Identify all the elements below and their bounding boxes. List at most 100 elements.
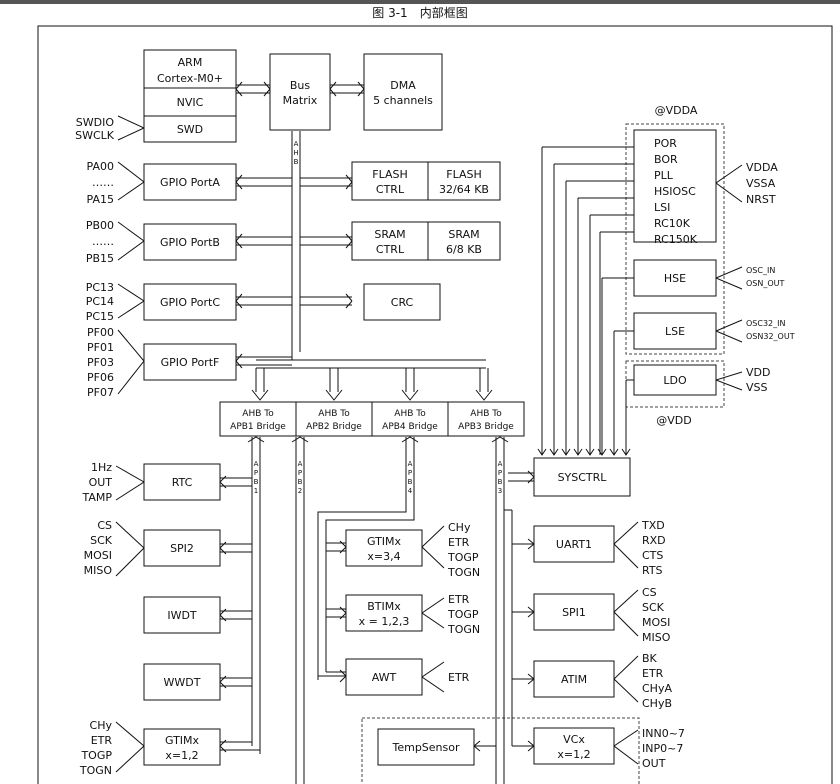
svg-text:A: A (498, 460, 503, 468)
svg-text:……: …… (92, 235, 114, 248)
svg-text:……: …… (92, 176, 114, 189)
svg-text:B: B (498, 478, 503, 486)
nvic-block: NVIC (143, 87, 237, 117)
hse-block: HSE (633, 259, 717, 297)
svg-text:APB1 Bridge: APB1 Bridge (230, 422, 286, 432)
svg-text:INN0~7: INN0~7 (642, 727, 685, 740)
svg-text:SRAM: SRAM (448, 228, 479, 241)
svg-text:OUT: OUT (642, 757, 666, 770)
svg-text:LDO: LDO (663, 374, 687, 387)
svg-text:TXD: TXD (641, 519, 665, 532)
rtc-block: RTC (143, 463, 221, 501)
analog-group (361, 717, 640, 784)
svg-text:SPI2: SPI2 (170, 542, 194, 555)
svg-text:A: A (254, 460, 259, 468)
svg-text:PA15: PA15 (87, 193, 114, 206)
btim-block: BTIMx x = 1,2,3 (345, 594, 423, 632)
svg-text:VSSA: VSSA (746, 177, 776, 190)
svg-text:SCK: SCK (642, 601, 665, 614)
svg-text:RTS: RTS (642, 564, 663, 577)
svg-text:NVIC: NVIC (177, 96, 204, 109)
svg-text:P: P (498, 469, 502, 477)
svg-text:TAMP: TAMP (81, 491, 112, 504)
apb3-label: A P B 3 (498, 460, 503, 495)
svg-text:IWDT: IWDT (167, 609, 197, 622)
svg-text:SWD: SWD (177, 123, 203, 136)
arm-label: ARM (178, 56, 203, 69)
svg-text:x=1,2: x=1,2 (165, 749, 198, 762)
svg-text:P: P (298, 469, 302, 477)
wwdt-block: WWDT (143, 663, 221, 701)
arm-sub-label: Cortex-M0+ (157, 72, 223, 85)
gpio-portf-block: GPIO PortF (143, 343, 237, 381)
svg-text:PF03: PF03 (87, 356, 114, 369)
svg-text:TOGP: TOGP (447, 551, 479, 564)
svg-text:MISO: MISO (642, 631, 671, 644)
svg-text:1: 1 (254, 487, 258, 495)
svg-text:RXD: RXD (642, 534, 666, 547)
gtim34-block: GTIMx x=3,4 (345, 529, 423, 567)
svg-text:MISO: MISO (84, 564, 113, 577)
bus-wires (219, 81, 634, 784)
figure-title: 图 3-1 内部框图 (372, 6, 468, 20)
svg-text:AHB To: AHB To (470, 409, 502, 419)
svg-text:OSN32_OUT: OSN32_OUT (746, 332, 795, 341)
svg-text:B: B (294, 158, 299, 166)
svg-text:x = 1,2,3: x = 1,2,3 (359, 615, 410, 628)
svg-text:P: P (408, 469, 412, 477)
svg-text:GPIO PortF: GPIO PortF (161, 356, 220, 369)
svg-text:CTRL: CTRL (376, 183, 405, 196)
svg-text:B: B (408, 478, 413, 486)
top-border (0, 0, 840, 4)
gpio-portb-block: GPIO PortB (143, 223, 237, 261)
svg-text:VDD: VDD (746, 366, 770, 379)
sram-ctrl-block: SRAM CTRL (351, 221, 429, 261)
apb4-label: A P B 4 (408, 460, 413, 495)
svg-text:CRC: CRC (391, 296, 414, 309)
svg-text:ETR: ETR (91, 734, 113, 747)
apb1-label: A P B 1 (254, 460, 259, 495)
svg-text:LSI: LSI (654, 201, 670, 214)
svg-text:FLASH: FLASH (446, 168, 482, 181)
svg-text:HSIOSC: HSIOSC (654, 185, 696, 198)
svg-text:3: 3 (498, 487, 502, 495)
svg-text:TempSensor: TempSensor (391, 741, 459, 754)
flash-ctrl-block: FLASH CTRL (351, 161, 429, 201)
svg-text:ETR: ETR (448, 671, 470, 684)
svg-text:PB00: PB00 (86, 219, 114, 232)
svg-text:AHB To: AHB To (394, 409, 426, 419)
right-pin-labels: CHy ETR TOGP TOGN ETR TOGP TOGN ETR TXD … (447, 161, 778, 770)
svg-text:PC14: PC14 (86, 295, 114, 308)
svg-text:TOGN: TOGN (447, 566, 480, 579)
svg-text:SWDIO: SWDIO (76, 116, 115, 129)
svg-text:6/8 KB: 6/8 KB (446, 243, 482, 256)
svg-text:PF01: PF01 (87, 341, 114, 354)
svg-text:AHB To: AHB To (242, 409, 274, 419)
svg-text:UART1: UART1 (556, 538, 592, 551)
svg-text:SPI1: SPI1 (562, 606, 586, 619)
svg-text:BTIMx: BTIMx (367, 600, 401, 613)
svg-text:LSE: LSE (665, 325, 685, 338)
svg-text:A: A (294, 140, 299, 148)
gpio-porta-block: GPIO PortA (143, 163, 237, 201)
svg-text:B: B (254, 478, 259, 486)
svg-text:MOSI: MOSI (84, 549, 112, 562)
svg-text:ETR: ETR (642, 667, 664, 680)
svg-text:GPIO PortC: GPIO PortC (160, 296, 220, 309)
svg-text:x=1,2: x=1,2 (557, 748, 590, 761)
svg-text:SRAM: SRAM (374, 228, 405, 241)
svg-text:Matrix: Matrix (283, 94, 318, 107)
svg-text:WWDT: WWDT (164, 676, 201, 689)
svg-text:GTIMx: GTIMx (367, 535, 402, 548)
svg-text:A: A (298, 460, 303, 468)
sysctrl-block: SYSCTRL (533, 457, 631, 497)
svg-text:SWCLK: SWCLK (75, 129, 115, 142)
gtim12-block: GTIMx x=1,2 (143, 728, 221, 766)
svg-text:MOSI: MOSI (642, 616, 670, 629)
svg-text:P: P (254, 469, 258, 477)
apb4-bridge-block: AHB To APB4 Bridge (371, 401, 449, 437)
svg-text:VCx: VCx (563, 733, 585, 746)
svg-text:32/64 KB: 32/64 KB (439, 183, 489, 196)
svg-text:TOGN: TOGN (79, 764, 112, 777)
lse-block: LSE (633, 312, 717, 350)
